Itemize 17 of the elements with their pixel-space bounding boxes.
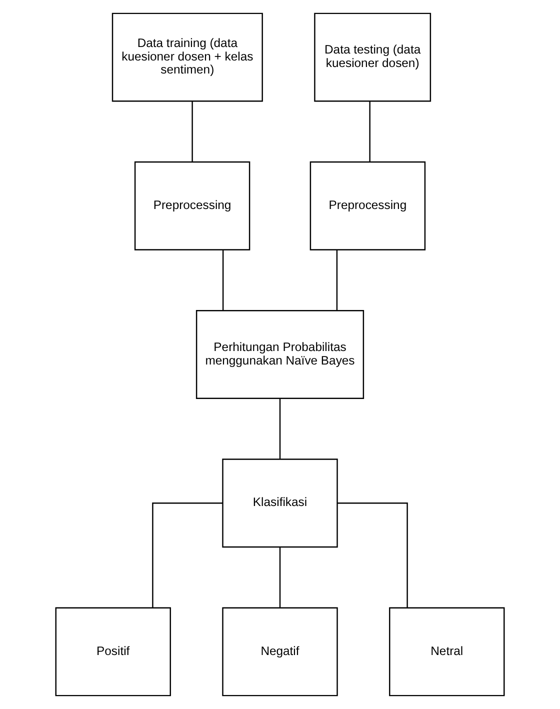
- node-box: Positif: [55, 607, 171, 696]
- connector: [222, 250, 224, 310]
- connector: [279, 547, 281, 608]
- connector: [369, 101, 370, 162]
- node-box: Netral: [389, 607, 505, 696]
- connector: [279, 398, 281, 459]
- connector: [336, 250, 338, 310]
- node-box: Preprocessing: [310, 161, 426, 250]
- connector: [337, 502, 408, 608]
- connector: [152, 502, 223, 608]
- node-box: Data training (data kuesioner dosen + kelas sentimen): [112, 12, 263, 102]
- node-box: Data testing (data kuesioner dosen): [314, 12, 432, 102]
- node-box: Negatif: [222, 607, 338, 696]
- node-box: Perhitungan Probabilitas menggunakan Naïve Bayes: [196, 310, 364, 399]
- node-box: Preprocessing: [134, 161, 250, 250]
- node-box: Klasifikasi: [222, 458, 338, 548]
- connector: [192, 101, 193, 162]
